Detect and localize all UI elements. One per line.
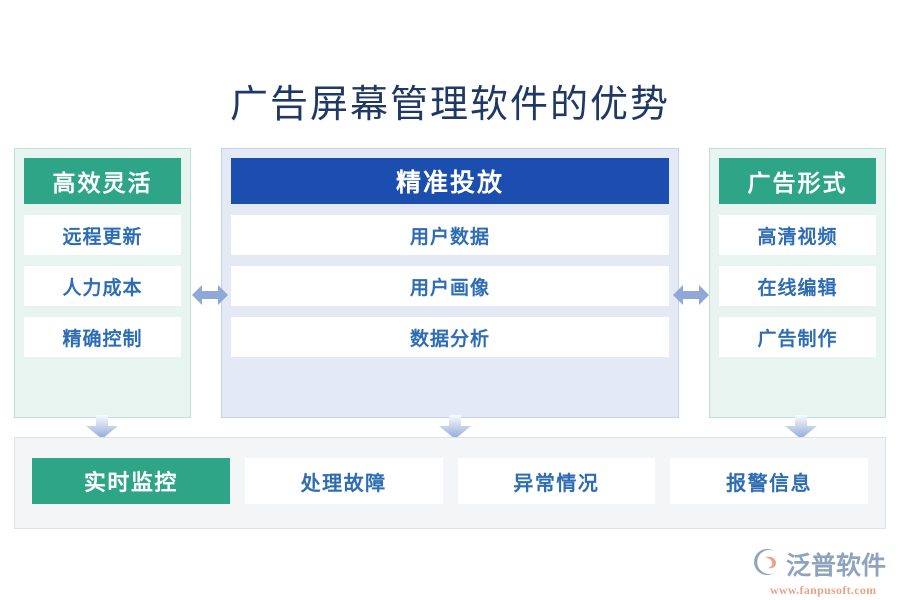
- column-right: 广告形式 高清视频 在线编辑 广告制作: [709, 148, 886, 418]
- double-arrow-left-icon: [192, 282, 228, 308]
- bottom-item-4[interactable]: 报警信息: [670, 458, 868, 504]
- column-left-item-1[interactable]: 远程更新: [24, 215, 181, 255]
- down-arrow-center-icon: [438, 415, 472, 439]
- column-left-item-2[interactable]: 人力成本: [24, 266, 181, 306]
- column-center-item-1[interactable]: 用户数据: [231, 215, 669, 255]
- column-left-item-3[interactable]: 精确控制: [24, 317, 181, 357]
- down-arrow-right-icon: [784, 415, 818, 439]
- column-left: 高效灵活 远程更新 人力成本 精确控制: [14, 148, 191, 418]
- page-title: 广告屏幕管理软件的优势: [229, 84, 670, 126]
- column-center-item-3[interactable]: 数据分析: [231, 317, 669, 357]
- bottom-item-3[interactable]: 异常情况: [457, 458, 656, 504]
- column-left-header: 高效灵活: [24, 158, 181, 204]
- bottom-band: 实时监控 处理故障 异常情况 报警信息: [14, 437, 886, 529]
- column-center: 精准投放 用户数据 用户画像 数据分析: [221, 148, 679, 418]
- bottom-item-2[interactable]: 处理故障: [244, 458, 443, 504]
- logo-lockup: 泛普软件: [752, 546, 886, 582]
- brand-logo: 泛普软件 www.fanpusoft.com: [752, 546, 892, 597]
- column-right-item-3[interactable]: 广告制作: [719, 317, 876, 357]
- column-right-item-1[interactable]: 高清视频: [719, 215, 876, 255]
- double-arrow-right-icon: [673, 282, 709, 308]
- logo-website-url: www.fanpusoft.com: [770, 583, 877, 597]
- down-arrow-left-icon: [85, 415, 119, 439]
- column-right-header: 广告形式: [719, 158, 876, 204]
- fanpu-swirl-icon: [752, 547, 782, 582]
- bottom-row: 实时监控 处理故障 异常情况 报警信息: [32, 458, 868, 504]
- column-right-item-2[interactable]: 在线编辑: [719, 266, 876, 306]
- logo-company-name: 泛普软件: [786, 552, 887, 580]
- bottom-item-1[interactable]: 实时监控: [32, 458, 230, 504]
- column-center-item-2[interactable]: 用户画像: [231, 266, 669, 306]
- column-center-header: 精准投放: [231, 158, 669, 204]
- columns-band: 高效灵活 远程更新 人力成本 精确控制 精准投放 用户数据 用户画像 数据分析 …: [14, 148, 886, 418]
